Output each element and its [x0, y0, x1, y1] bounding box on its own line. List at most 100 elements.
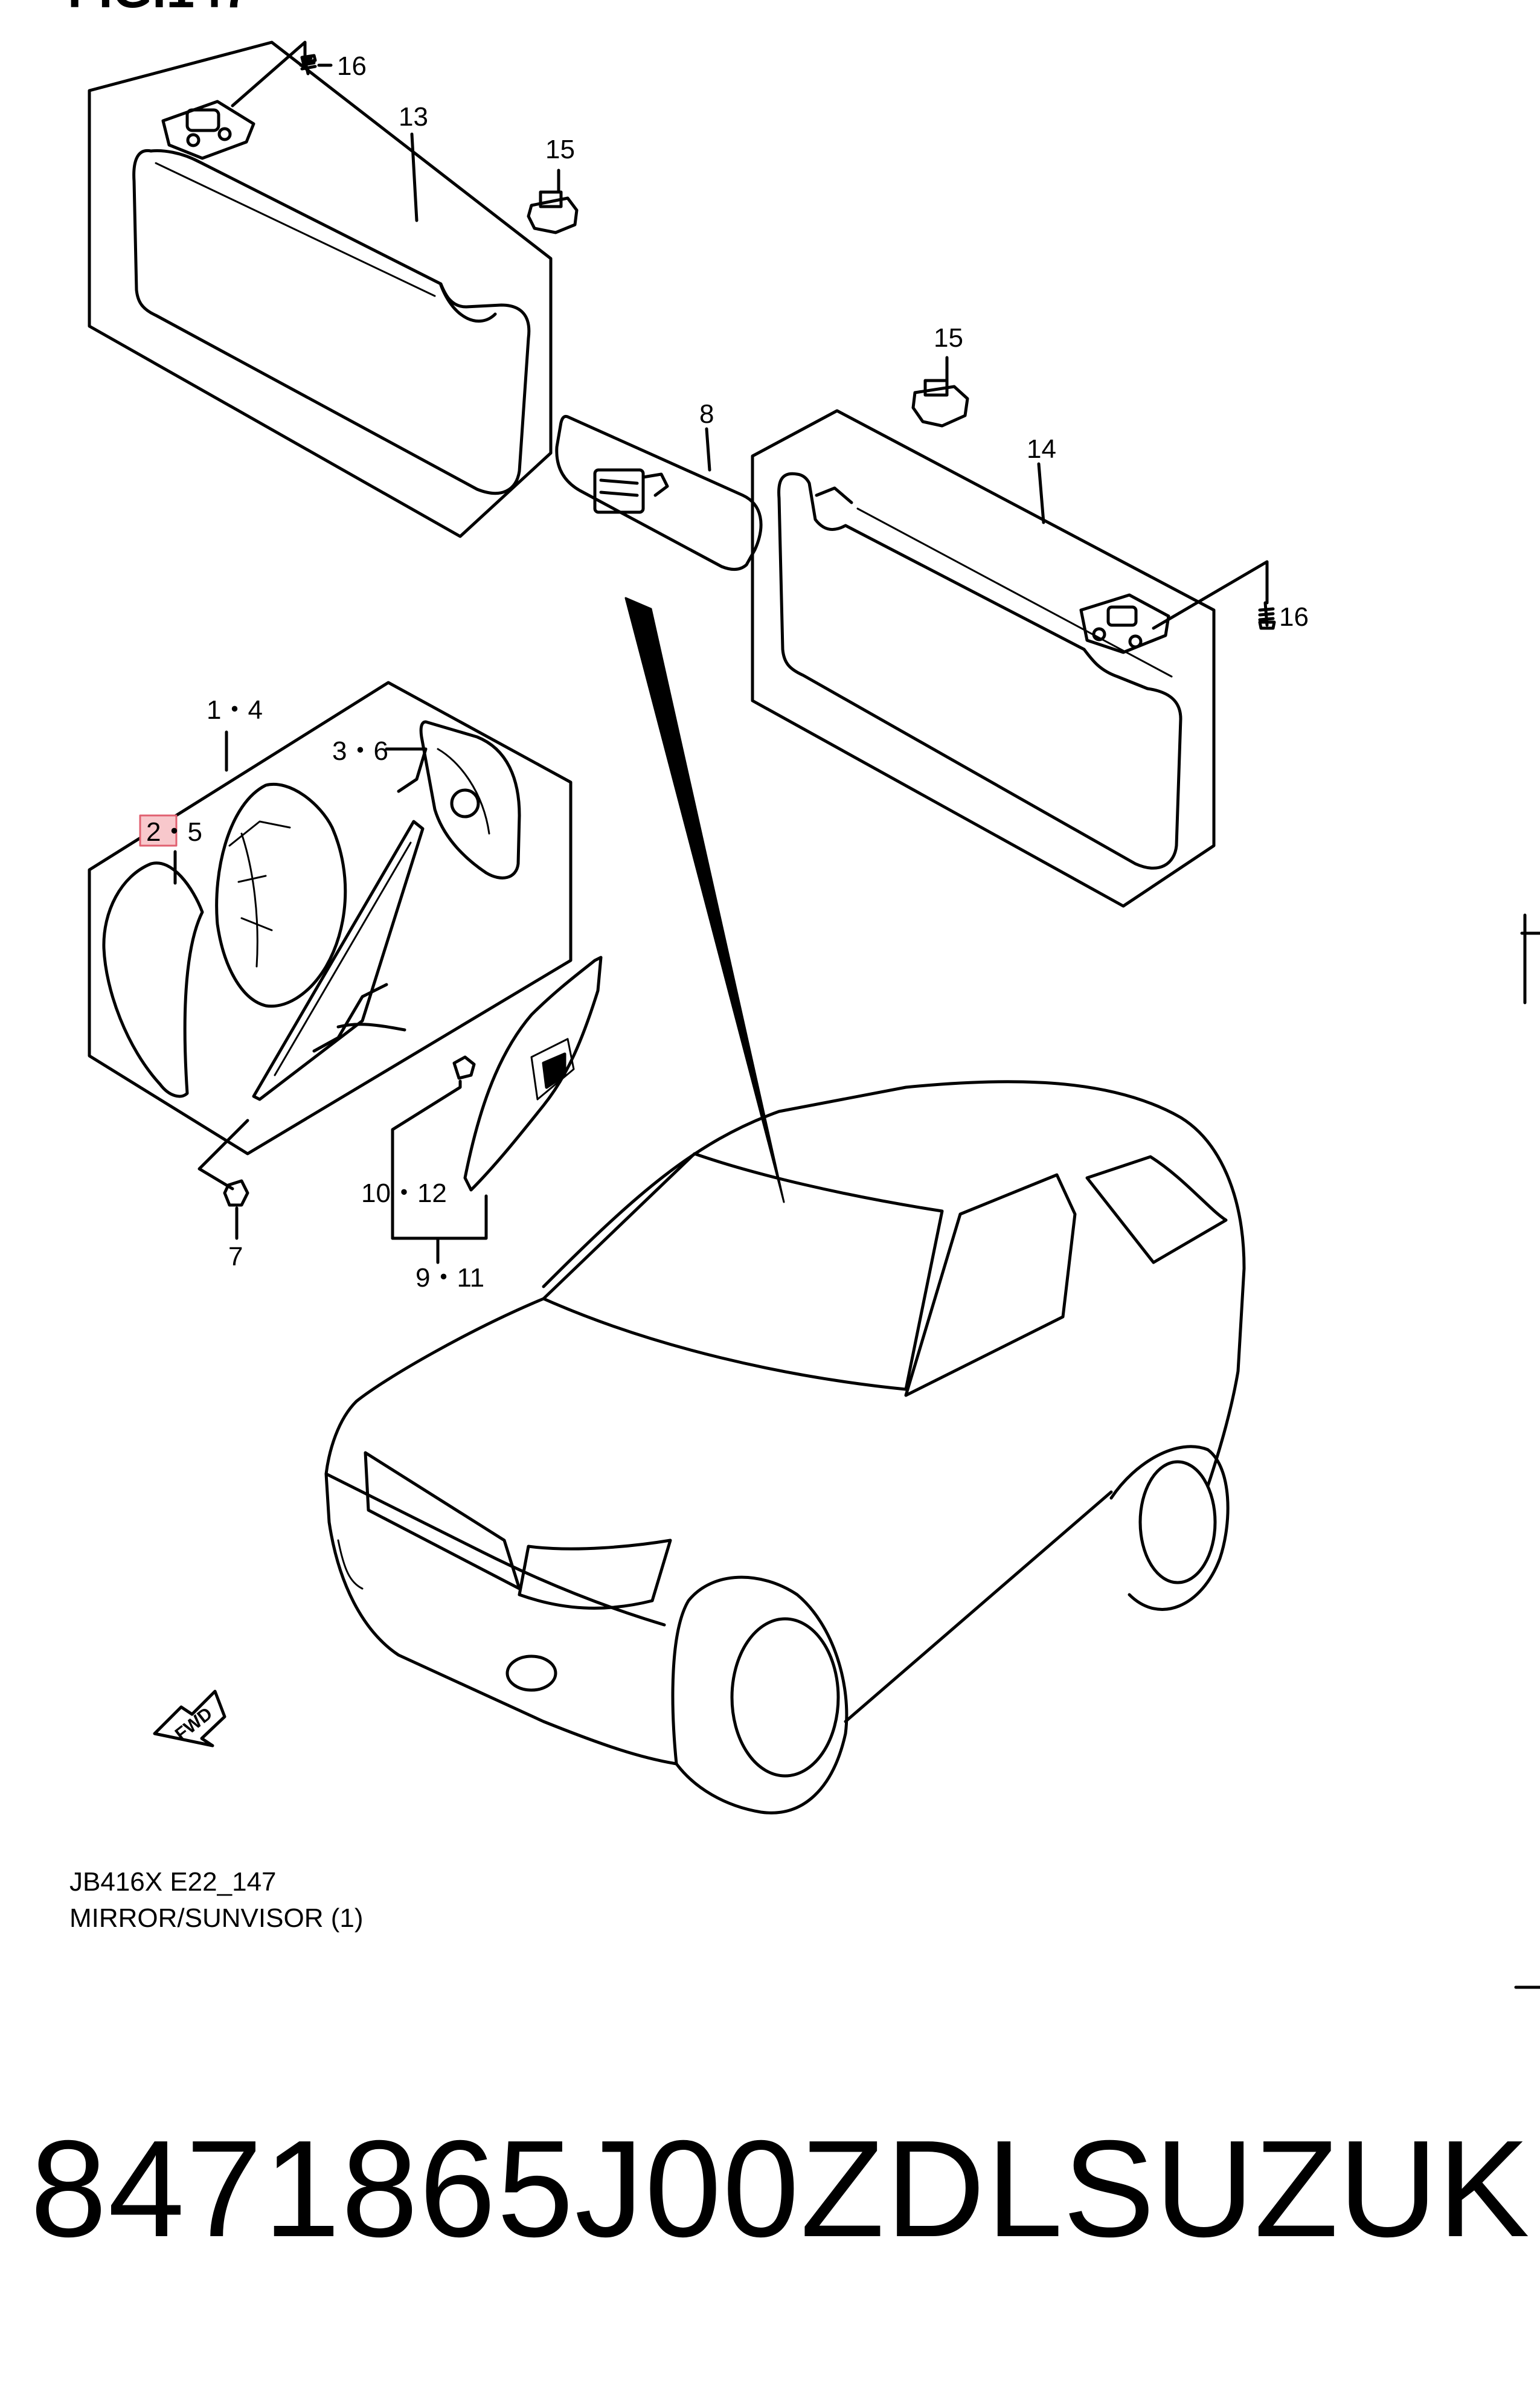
screw-16-top-head — [300, 54, 317, 64]
vehicle-rear-wheel-arch — [1109, 1445, 1230, 1611]
mirror-glass[interactable] — [419, 720, 521, 879]
leader-16b — [1152, 560, 1269, 630]
vehicle-windshield — [542, 1152, 944, 1391]
callout-2-5: 2・5 — [146, 817, 202, 847]
clip-10-12-shape — [452, 1055, 476, 1080]
part-number: 8471865J00ZDL — [30, 2112, 1064, 2266]
vehicle-headlight — [518, 1538, 672, 1610]
mirror-housing-outline — [215, 783, 347, 1008]
location-pointer — [624, 597, 785, 1203]
mirror-base-garnish-outline — [252, 820, 425, 1101]
rear-view-mirror-stem — [641, 472, 669, 497]
screw-16-right-head — [1258, 620, 1276, 630]
mirror-housing-detail-b — [228, 820, 291, 931]
sunvisor-left-group[interactable] — [88, 40, 553, 538]
diagram-area: FIG.147 — [68, 0, 1540, 1989]
hinge-screw-hole-c — [1092, 627, 1106, 641]
mirror-glass-actuator — [450, 788, 480, 818]
rear-view-mirror-mount — [593, 468, 645, 514]
clip-15-upper[interactable] — [527, 190, 579, 234]
callout-15a: 15 — [545, 135, 575, 164]
leader-7-base — [197, 1119, 249, 1191]
hinge-screw-hole-b — [217, 127, 232, 141]
rear-view-mirror[interactable] — [555, 414, 763, 571]
inner-garnish[interactable] — [463, 956, 603, 1192]
mirror-cover-shape — [102, 861, 204, 1098]
clip-15-right-top — [923, 379, 949, 397]
sunvisor-left-edge-line — [155, 162, 436, 297]
sunvisor-left-hinge-plate — [185, 108, 220, 132]
rear-view-mirror-mount-detail — [599, 478, 639, 497]
callout-9-11: 9・11 — [415, 1263, 484, 1293]
leader-3-6 — [385, 747, 428, 793]
vehicle-roof-line — [542, 1080, 1246, 1488]
sunvisor-right-hinge-plate — [1106, 605, 1138, 627]
callout-7: 7 — [228, 1242, 243, 1272]
mirror-base-garnish-inner — [274, 841, 412, 1076]
sunvisor-left-panel — [88, 40, 553, 538]
nut-7-shape — [223, 1179, 249, 1207]
callout-3-6: 3・6 — [332, 736, 388, 766]
callout-1-4: 1・4 — [207, 695, 263, 725]
clip-10-12[interactable] — [452, 1055, 476, 1080]
leader-8 — [705, 427, 711, 472]
vehicle-rear-window — [1085, 1155, 1228, 1264]
nut-7[interactable] — [223, 1179, 249, 1207]
screw-16-right-thread — [1258, 601, 1275, 627]
inner-garnish-speaker — [530, 1038, 575, 1101]
callout-10-12: 10・12 — [361, 1178, 447, 1208]
vehicle-sill — [844, 1490, 1113, 1723]
mirror-glass-detail — [437, 748, 490, 835]
callout-16b: 16 — [1279, 602, 1309, 632]
inner-garnish-speaker-grille — [542, 1052, 566, 1089]
sunvisor-left-hinge — [161, 100, 255, 160]
outside-mirror-panel — [88, 681, 573, 1156]
leader-10-12 — [391, 1079, 462, 1240]
leader-13 — [410, 132, 419, 222]
leader-14 — [1037, 462, 1045, 524]
leader-16a — [231, 40, 307, 108]
figure-caption: MIRROR/SUNVISOR (1) — [69, 1903, 363, 1933]
clip-15-right[interactable] — [911, 379, 969, 428]
sunvisor-left-body — [132, 149, 531, 495]
screw-16-top-thread — [299, 56, 317, 76]
screw-16-right[interactable] — [1258, 601, 1276, 630]
clip-15-right-body — [911, 385, 969, 428]
highlight-box — [139, 814, 178, 847]
mirror-glass-outline — [419, 720, 521, 879]
callout-15b: 15 — [934, 323, 963, 353]
sunvisor-right-notch — [815, 486, 853, 504]
vehicle-hood-edge — [324, 1472, 666, 1627]
callout-8: 8 — [699, 399, 714, 429]
clip-15-upper-top — [539, 190, 563, 208]
vehicle-rear-wheel — [1138, 1460, 1217, 1584]
mirror-housing[interactable] — [215, 783, 347, 1008]
mirror-base-garnish-bracket — [312, 983, 406, 1053]
screw-16-top[interactable] — [299, 54, 317, 76]
sunvisor-right-group[interactable] — [751, 409, 1216, 908]
callout-16a: 16 — [337, 51, 367, 81]
mirror-base-garnish[interactable] — [252, 820, 425, 1101]
figure-title: FIG.147 — [68, 0, 251, 18]
vehicle-front-wheel — [730, 1617, 840, 1778]
rear-view-mirror-housing — [555, 414, 763, 571]
hinge-screw-hole-a — [186, 133, 201, 147]
fwd-arrow-shape — [153, 1690, 226, 1747]
sunvisor-right-edge-line — [856, 507, 1173, 678]
sunvisor-left-notch — [439, 283, 497, 323]
leader-9-11-bracket — [391, 1194, 488, 1240]
vehicle-front-wheel-arch — [671, 1575, 849, 1815]
vehicle-front-window — [904, 1173, 1077, 1397]
fwd-arrow: FWD — [153, 1690, 226, 1747]
vehicle-outline — [324, 1080, 1246, 1815]
callout-13: 13 — [399, 102, 428, 132]
footer-band — [0, 1993, 1540, 2392]
vehicle-fog-lamp — [505, 1654, 557, 1692]
vehicle-fog-light — [337, 1539, 364, 1590]
clip-15-upper-body — [527, 196, 579, 234]
vehicle-grille — [364, 1451, 521, 1590]
figure-code: JB416X E22_147 — [69, 1867, 277, 1897]
callout-14: 14 — [1027, 434, 1056, 464]
mirror-cover[interactable] — [102, 861, 204, 1098]
